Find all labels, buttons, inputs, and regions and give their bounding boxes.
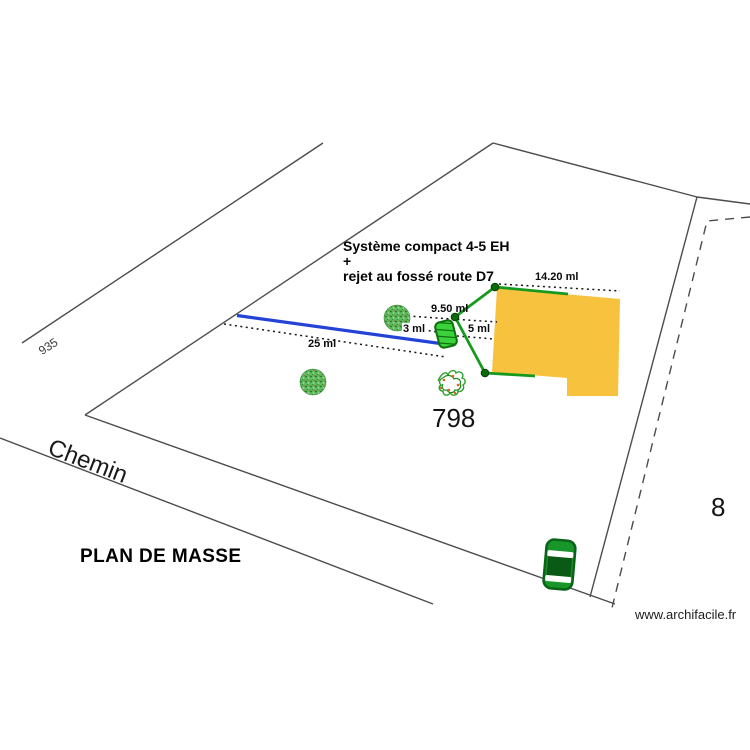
watermark: www.archifacile.fr — [635, 607, 737, 622]
dashed-boundary-line — [611, 216, 750, 609]
connection-node-icon — [450, 312, 460, 322]
measurement-line-25 — [223, 323, 447, 358]
boundary-line-top — [492, 142, 698, 198]
measurement-label-14-20: 14.20 ml — [535, 271, 579, 283]
road-edge-lower — [0, 437, 434, 605]
boundary-line-upper-left-outer — [21, 142, 324, 344]
neighbor-parcel-right-label: 8 — [711, 492, 726, 522]
compact-system-icon — [434, 319, 458, 349]
measurement-line-5 — [456, 335, 495, 340]
pipe-line — [236, 313, 445, 346]
connection-node-icon — [490, 282, 500, 292]
measurement-label-5: 5 ml — [468, 323, 491, 335]
shrub-scribble-icon — [437, 369, 466, 396]
road-edge-upper — [84, 414, 616, 605]
parcel-number-label: 798 — [432, 403, 476, 433]
plan-title: PLAN DE MASSE — [80, 546, 242, 567]
measurement-line-14-20 — [498, 283, 621, 292]
tree-icon — [299, 368, 327, 396]
boundary-line-top-extension — [696, 196, 750, 205]
connection-node-icon — [480, 368, 490, 378]
boundary-line-left — [84, 142, 494, 416]
boundary-line-right — [589, 196, 698, 598]
annotation-system-line1: Système compact 4-5 EH — [343, 238, 510, 254]
car-icon — [542, 538, 577, 591]
measurement-label-25: 25 ml — [308, 338, 337, 350]
annotation-system-line3: rejet au fossé route D7 — [343, 268, 494, 284]
measurement-label-9-50: 9.50 ml — [431, 303, 469, 315]
building-footprint — [492, 288, 620, 396]
measurement-label-3: 3 ml — [402, 323, 427, 335]
annotation-system-line2: + — [343, 253, 352, 269]
